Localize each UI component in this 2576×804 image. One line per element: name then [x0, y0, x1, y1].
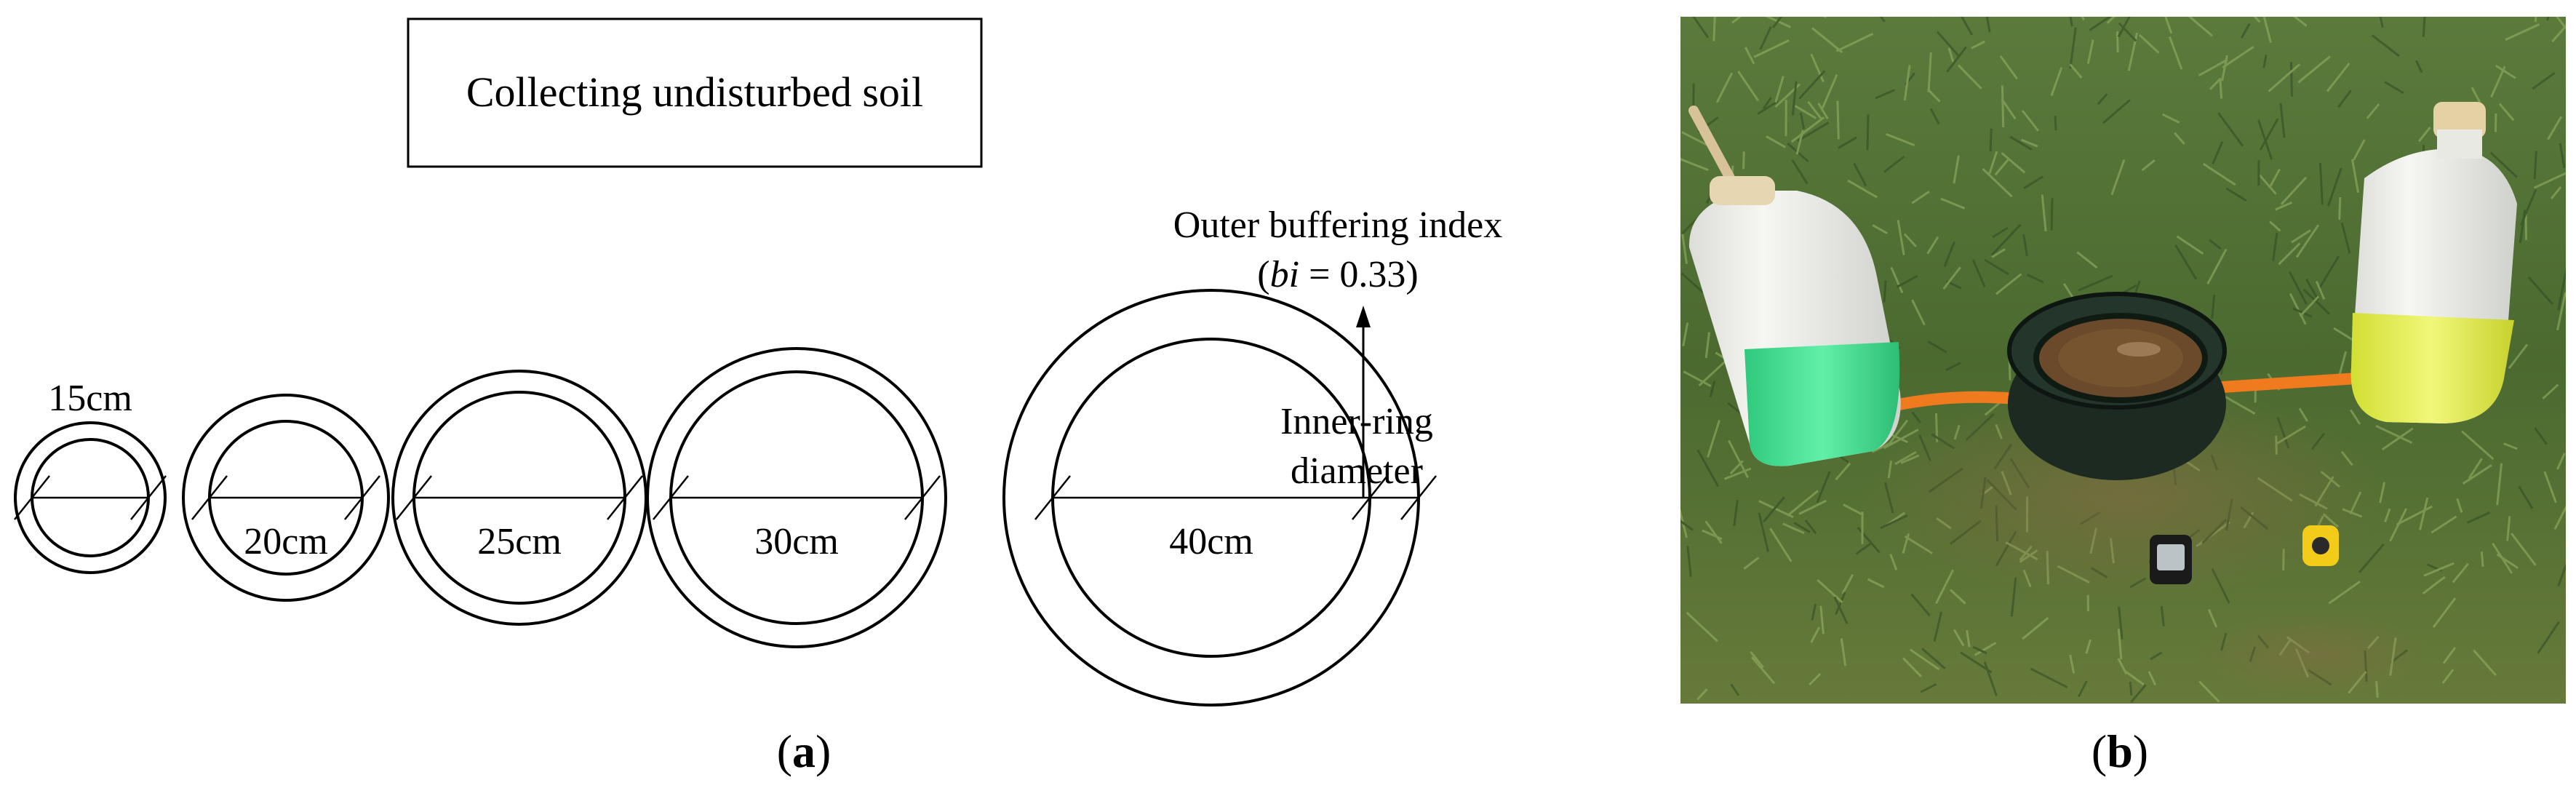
outer-ring: [182, 394, 390, 602]
diameter-tick-left: [1034, 475, 1071, 520]
inner-ring-label-line2: diameter: [1291, 450, 1423, 492]
ring-series: 15cm 20cm 25cm 30cm 40cm: [14, 289, 1437, 707]
diameter-tick-left: [14, 475, 50, 520]
panel-b-photo: [1680, 17, 2566, 704]
ring-25cm: 25cm: [391, 370, 647, 626]
ring-diameter-label: 15cm: [48, 378, 132, 419]
diameter-tick-left: [653, 475, 689, 520]
panel-a-caption: (a): [777, 725, 832, 777]
buffer-tick: [1400, 475, 1437, 520]
ring-diameter-label: 40cm: [1169, 521, 1253, 562]
inner-ring-label-line1: Inner-ring: [1280, 401, 1433, 442]
title-box: [407, 17, 983, 168]
right-tube: [2217, 373, 2363, 393]
panel-a-diagram: Collecting undisturbed soil Outer buffer…: [14, 17, 1502, 777]
diameter-tick-right: [607, 475, 643, 520]
ring-diameter-label: 30cm: [754, 521, 839, 562]
buffer-index-value: (bi = 0.33): [1257, 254, 1418, 295]
stopwatch: [2150, 535, 2192, 584]
ring-diameter-label: 20cm: [244, 521, 328, 562]
diameter-tick-left: [396, 475, 432, 520]
tape-measure: [2302, 525, 2339, 566]
panel-b-caption: (b): [2091, 725, 2148, 777]
left-water-bottle: [1688, 106, 1901, 466]
diameter-tick-right: [344, 475, 380, 520]
soil-patch-2: [2197, 611, 2430, 698]
outer-ring: [646, 347, 947, 648]
ring-20cm: 20cm: [182, 394, 390, 602]
double-ring-infiltrometer: [2007, 292, 2227, 480]
diameter-tick-left: [191, 475, 228, 520]
ring-30cm: 30cm: [646, 347, 947, 648]
panel-a-title: Collecting undisturbed soil: [466, 68, 923, 116]
buffer-arrow: [1356, 306, 1371, 498]
right-water-bottle: [2350, 102, 2517, 423]
soil-patch: [1862, 386, 2386, 604]
ring-40cm: 40cm: [1002, 289, 1437, 707]
diameter-tick-right: [130, 475, 167, 520]
ring-diameter-label: 25cm: [477, 521, 562, 562]
buffer-index-label: Outer buffering index: [1173, 204, 1502, 246]
diameter-tick-right: [904, 475, 941, 520]
ring-15cm: 15cm: [14, 378, 167, 574]
outer-ring: [14, 421, 167, 574]
